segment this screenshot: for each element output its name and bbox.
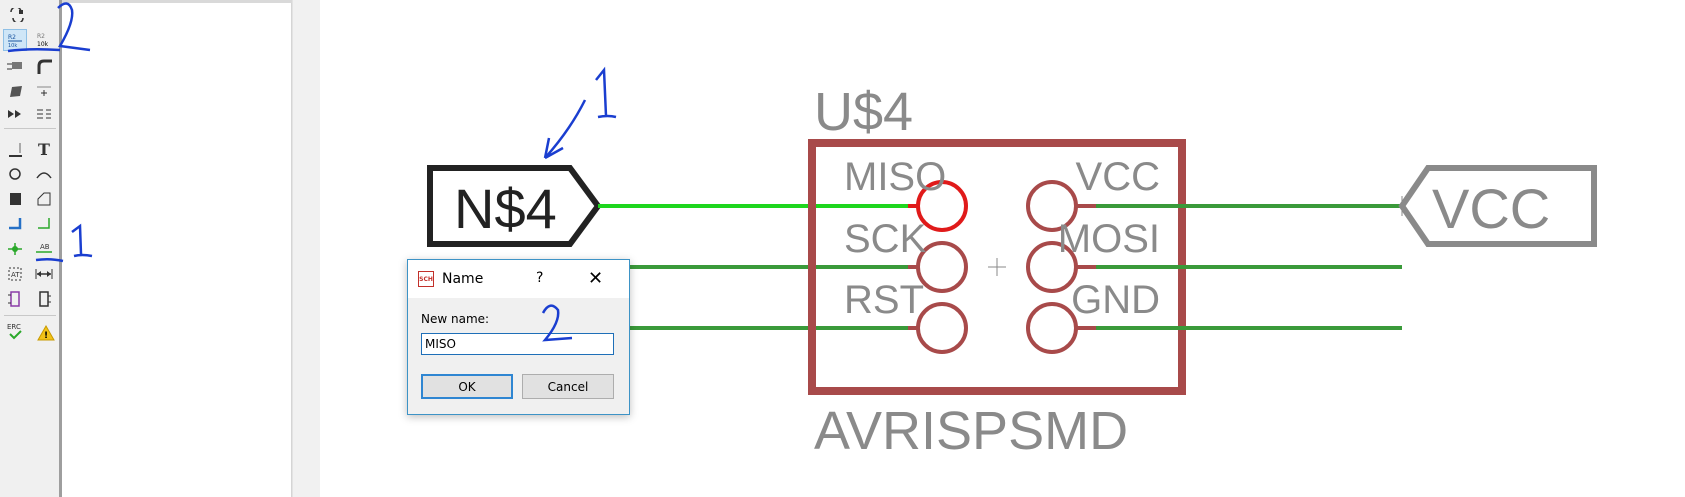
new-name-label: New name: [421, 312, 490, 326]
vertical-scrollbar[interactable] [292, 0, 320, 497]
net-label-vcc-text: VCC [1432, 177, 1550, 240]
new-name-input[interactable] [421, 333, 614, 355]
svg-text:10k: 10k [8, 43, 17, 48]
pin-name-sck: SCK [844, 217, 927, 261]
pin-pad-rst[interactable] [916, 302, 968, 354]
pin-pad-gnd[interactable] [1026, 302, 1078, 354]
erc-tool-icon[interactable]: ERC [5, 322, 25, 340]
frame-tool-icon[interactable] [5, 290, 25, 308]
toolbar-separator [4, 128, 56, 129]
dimension-tool-icon[interactable] [34, 265, 54, 283]
svg-text:10k: 10k [37, 41, 49, 47]
part-name: U$4 [814, 82, 913, 142]
junction-tool-icon[interactable] [5, 240, 25, 258]
pin-name-miso: MISO [844, 155, 946, 199]
close-button[interactable]: ✕ [588, 268, 604, 289]
dialog-titlebar[interactable]: SCH Name ? ✕ [408, 260, 629, 298]
side-panel-scroll-top [62, 0, 292, 3]
bus-tool-icon[interactable] [5, 215, 25, 233]
pinswap-tool-icon[interactable] [5, 57, 25, 75]
net-tool-icon[interactable] [34, 215, 54, 233]
polygon-tool-icon[interactable] [34, 190, 54, 208]
invoke-tool-icon[interactable] [34, 82, 54, 100]
svg-text:!: ! [44, 331, 48, 341]
net-label-n4-shape[interactable] [427, 165, 602, 247]
split-tool-icon[interactable] [5, 82, 25, 100]
part-value: AVRISPSMD [814, 401, 1128, 461]
dialog-title: Name [442, 271, 484, 287]
gateswap-tool-icon[interactable] [5, 105, 25, 123]
text-tool-icon[interactable]: T [38, 139, 50, 159]
replace-tool-icon[interactable] [7, 6, 27, 24]
module-tool-icon[interactable] [34, 290, 54, 308]
svg-text:R2: R2 [37, 33, 45, 40]
errors-tool-icon[interactable]: ! [36, 324, 56, 342]
pin-name-mosi: MOSI [1058, 217, 1160, 261]
name-dialog: SCH Name ? ✕ New name: OK Cancel [407, 259, 630, 415]
paste-tool-icon[interactable] [34, 105, 54, 123]
help-button[interactable]: ? [536, 270, 544, 286]
side-panel [62, 0, 292, 497]
pin-pad-miso[interactable] [916, 180, 968, 232]
pin-name-gnd: GND [1071, 278, 1160, 322]
pin-pad-sck[interactable] [916, 241, 968, 293]
net-label-vcc-shape[interactable] [1398, 165, 1597, 247]
cancel-button[interactable]: Cancel [522, 374, 614, 399]
pin-name-rst: RST [844, 278, 924, 322]
rect-tool-icon[interactable] [5, 190, 25, 208]
ok-button[interactable]: OK [421, 374, 513, 399]
circle-tool-icon[interactable] [5, 165, 25, 183]
arc-tool-icon[interactable] [34, 165, 54, 183]
wire-tool-icon[interactable] [5, 140, 25, 158]
svg-text:AB: AB [40, 243, 50, 251]
svg-text:R2: R2 [8, 34, 16, 41]
sch-app-icon: SCH [418, 271, 434, 287]
pin-name-vcc: VCC [1076, 155, 1160, 199]
net-label-n4-text: N$4 [454, 177, 557, 240]
svg-text:ERC: ERC [7, 323, 21, 331]
svg-text:AT: AT [11, 271, 20, 279]
label-tool-icon[interactable]: AB [34, 240, 54, 258]
schematic-canvas[interactable]: N$4 U$4 MISO SCK RST VCC MOSI [320, 0, 1685, 497]
toolbar-separator [4, 315, 56, 316]
attribute-tool-icon[interactable]: AT [5, 265, 25, 283]
miter-tool-icon[interactable] [34, 57, 54, 75]
